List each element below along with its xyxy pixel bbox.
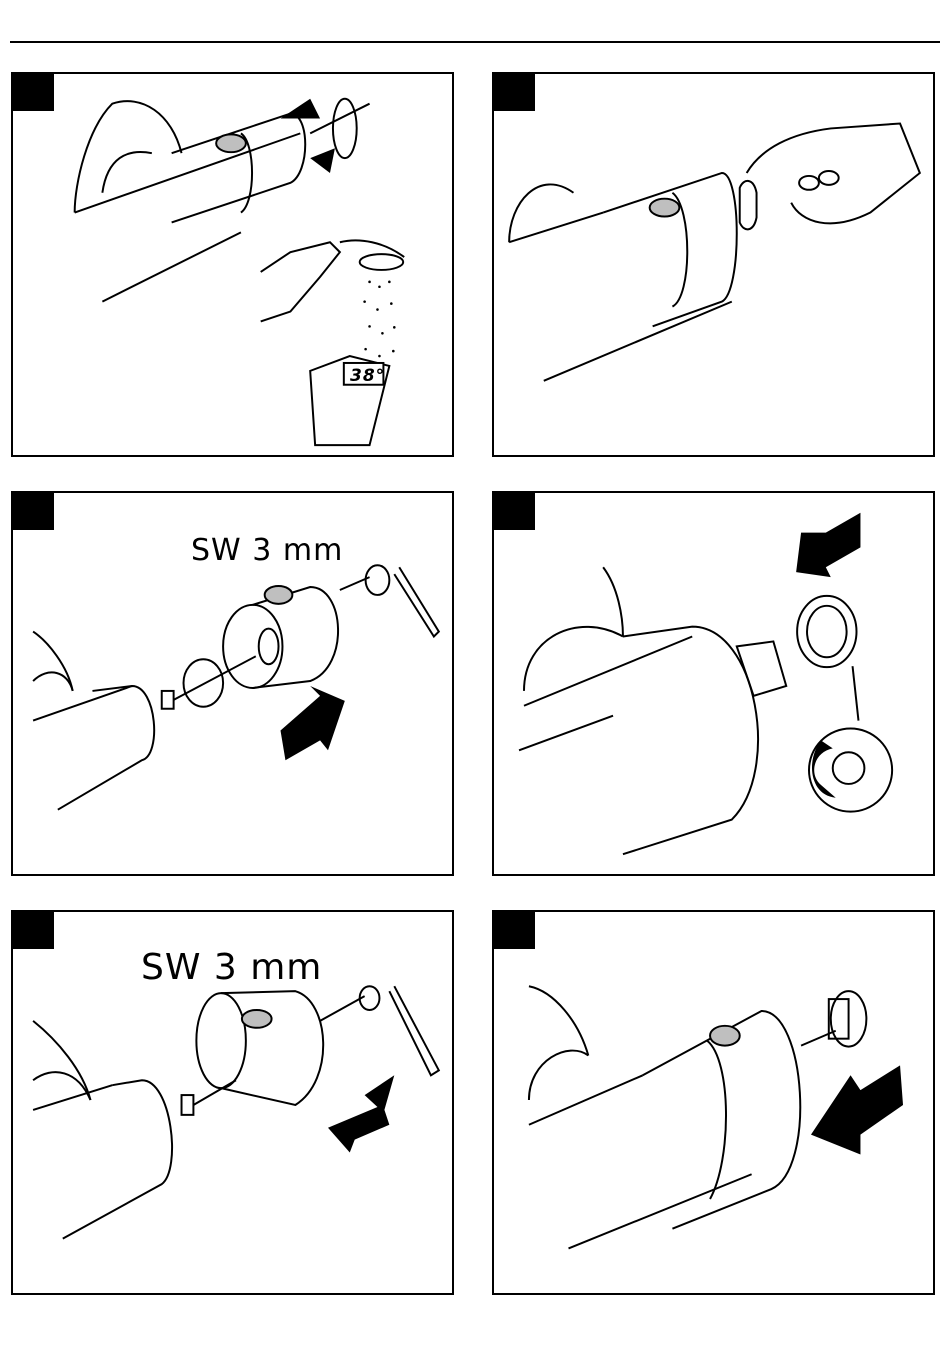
step-panel-5: SW 3 mm: [11, 910, 454, 1295]
hex-key-size-label: SW 3 mm: [141, 947, 322, 988]
step-marker-6: [494, 912, 535, 949]
step-marker-4: [494, 493, 535, 530]
thermostat-temperature-check-illustration: [13, 74, 452, 455]
thermometer-display: 38°: [350, 366, 385, 386]
hex-key-size-label: SW 3 mm: [191, 533, 343, 568]
step-marker-2: [494, 74, 535, 111]
step-panel-6: [492, 910, 935, 1295]
step-marker-1: [13, 74, 54, 111]
step-marker-3: [13, 493, 54, 530]
header-rule: [10, 41, 940, 43]
step-panel-4: [492, 491, 935, 876]
step-panel-3: SW 3 mm: [11, 491, 454, 876]
step-marker-5: [13, 912, 54, 949]
cap-removal-illustration: [494, 74, 933, 455]
cap-refit-illustration: [494, 912, 933, 1293]
step-panel-1: 38°: [11, 72, 454, 457]
cartridge-alignment-illustration: [494, 493, 933, 874]
step-panel-2: [492, 72, 935, 457]
